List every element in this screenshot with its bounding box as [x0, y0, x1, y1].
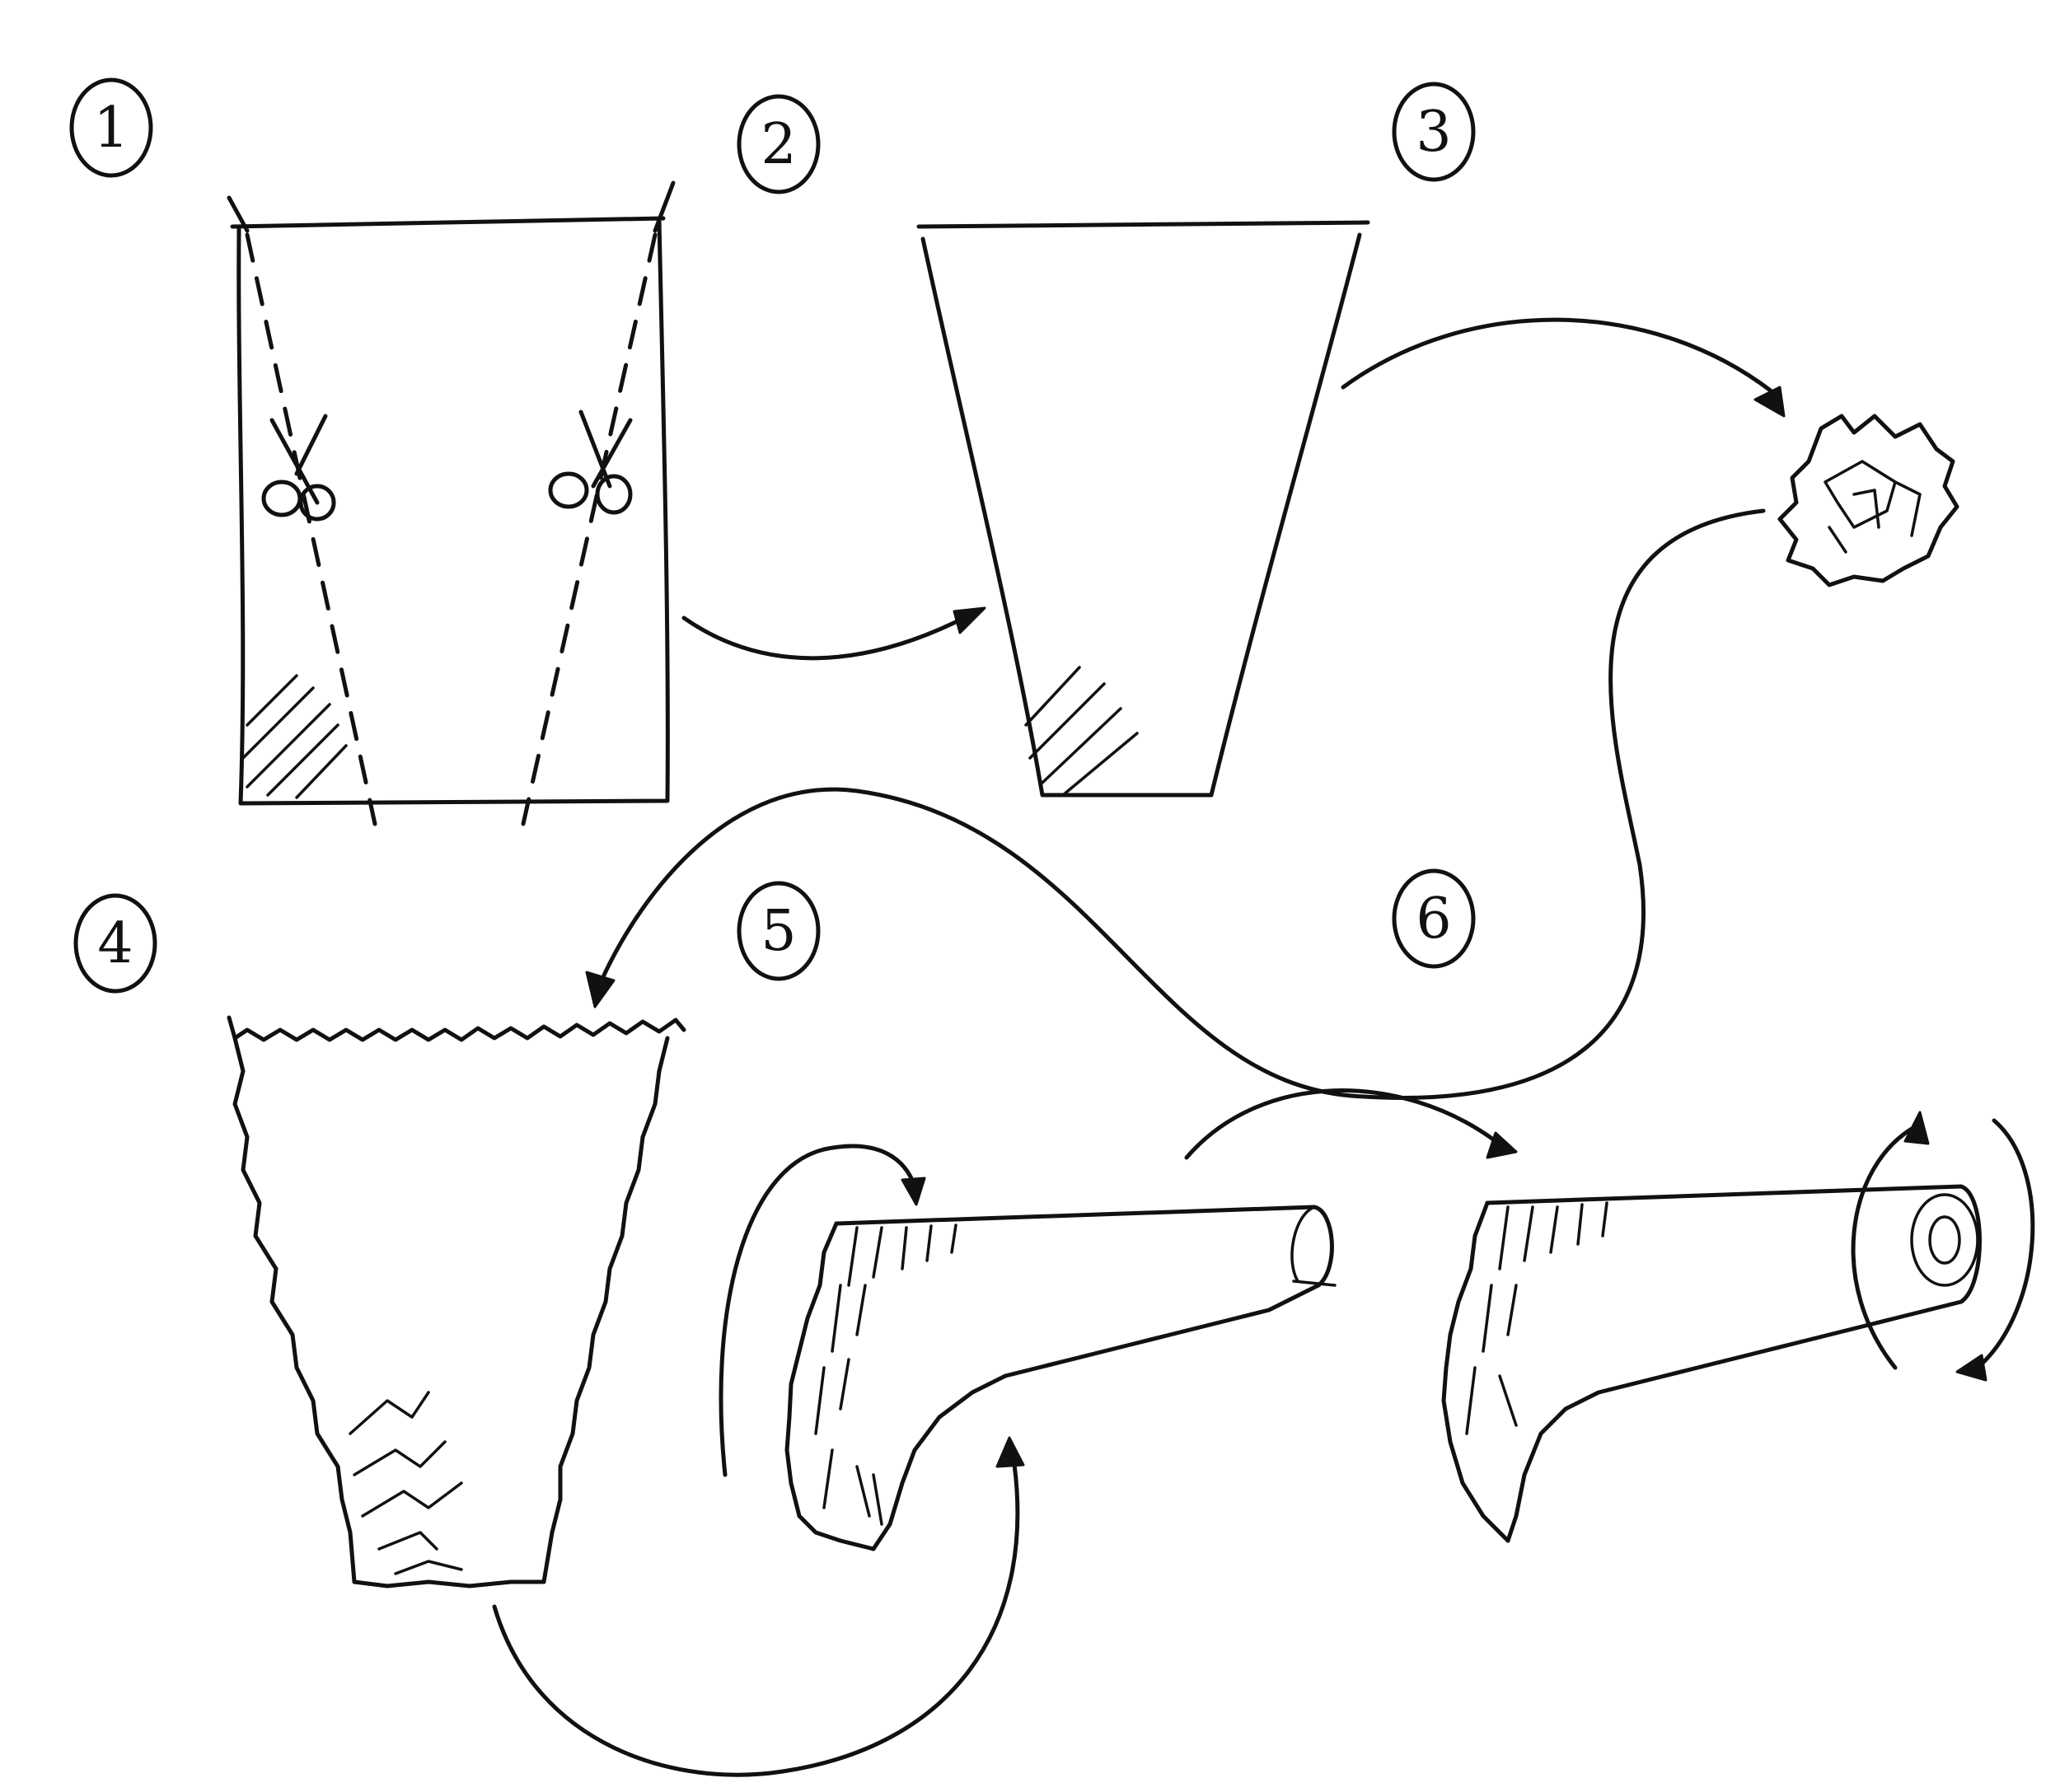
arrow-step-3-to-4 [585, 508, 1766, 1101]
arrow-step-1-to-2 [681, 606, 986, 661]
step-5-badge: 5 [737, 881, 821, 981]
arrow-step-2-to-3 [1341, 317, 1786, 418]
rotate-arrows-step-6 [1851, 1111, 2035, 1382]
scissors-icon-right [548, 409, 633, 515]
step-3-badge: 3 [1392, 82, 1476, 182]
shading-torn [349, 1391, 463, 1575]
step-4-number: 4 [97, 911, 133, 976]
cut-line-left [245, 232, 377, 826]
step-2-trapezoid-sheet [916, 220, 1370, 798]
step-1-badge: 1 [69, 77, 153, 178]
step-1-number: 1 [93, 96, 129, 161]
step-3-number: 3 [1416, 100, 1451, 165]
arrow-step-4-to-5 [492, 1436, 1025, 1777]
step-4-torn-sheet [227, 1015, 686, 1588]
step-5-number: 5 [761, 899, 796, 964]
cut-line-right [521, 232, 658, 826]
step-5-rolled-sheet [784, 1205, 1337, 1551]
step-3-crumpled-ball [1777, 414, 1959, 587]
curl-arrow-step-5 [719, 1144, 926, 1477]
step-6-number: 6 [1416, 887, 1451, 952]
arrow-step-5-to-6 [1184, 1088, 1518, 1160]
shading-corner [241, 674, 348, 799]
shading-corner-2 [1024, 666, 1139, 797]
step-4-badge: 4 [73, 893, 157, 994]
step-2-number: 2 [761, 112, 796, 177]
step-6-rolled-sheet [1441, 1184, 1982, 1543]
step-6-badge: 6 [1392, 868, 1476, 969]
scissors-icon [261, 414, 336, 522]
step-1-rectangle-sheet [227, 180, 676, 826]
step-2-badge: 2 [737, 94, 821, 194]
